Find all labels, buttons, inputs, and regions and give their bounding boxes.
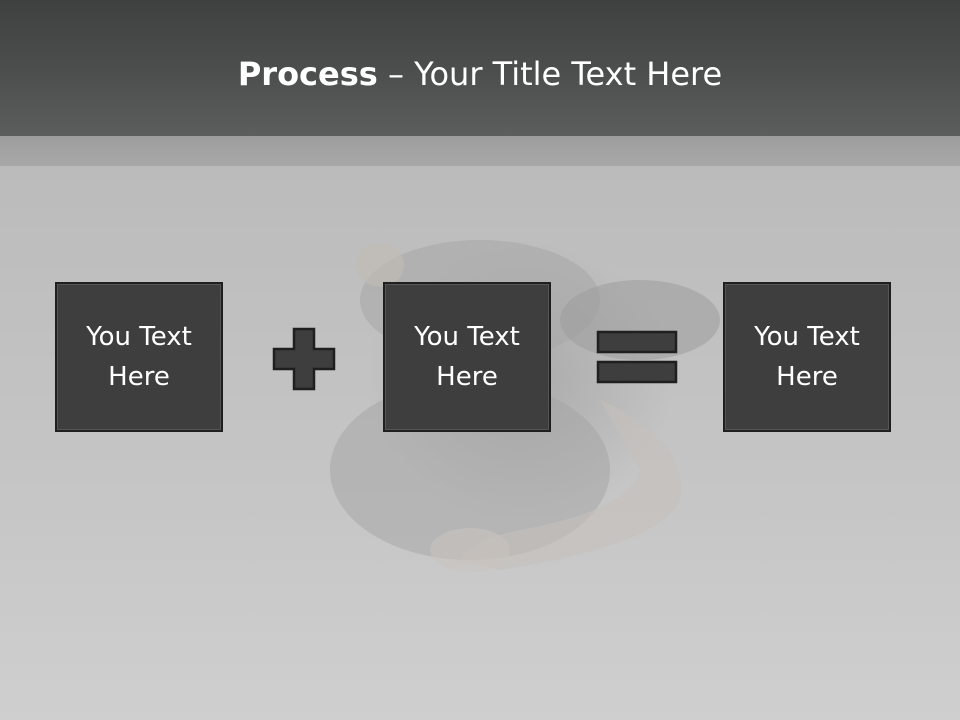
process-step-1-label: You Text Here [86, 322, 192, 392]
slide-title: Process – Your Title Text Here [0, 52, 960, 96]
equals-icon [596, 330, 678, 384]
title-rest: – Your Title Text Here [377, 55, 723, 93]
process-step-2: You Text Here [383, 282, 551, 432]
header-accent-bar [0, 136, 960, 166]
process-step-3: You Text Here [723, 282, 891, 432]
process-step-1: You Text Here [55, 282, 223, 432]
process-step-2-label: You Text Here [414, 322, 520, 392]
plus-icon [272, 327, 336, 391]
header-bar [0, 0, 960, 136]
title-bold: Process [237, 55, 378, 93]
process-step-3-label: You Text Here [754, 322, 860, 392]
